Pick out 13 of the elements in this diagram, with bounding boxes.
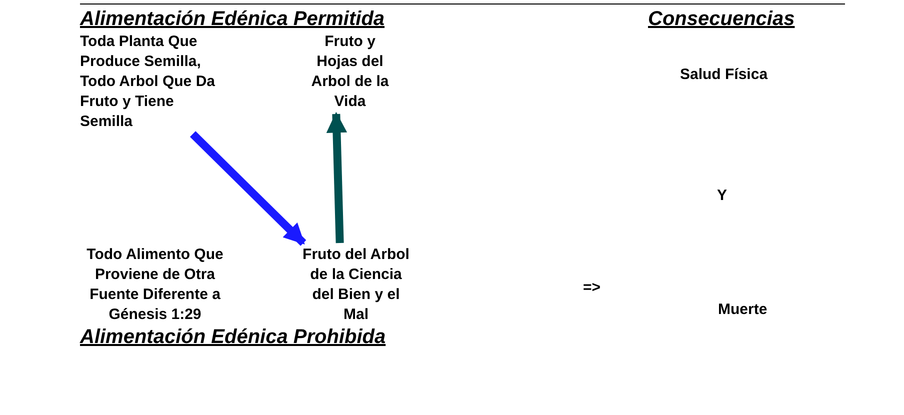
arrow (326, 112, 348, 244)
node-text: Fruto del Arbol de la Ciencia del Bien y el Mal (300, 245, 412, 325)
consequence-text: Salud Física (680, 65, 768, 85)
implication-sign: => (583, 278, 601, 298)
node-text: Fruto y Hojas del Arbol de la Vida (305, 32, 395, 112)
section-heading: Alimentación Edénica Prohibida (80, 325, 386, 349)
arrow (190, 131, 306, 246)
section-heading: Alimentación Edénica Permitida (80, 7, 385, 31)
section-heading: Consecuencias (648, 7, 795, 31)
connector-word: Y (717, 186, 728, 206)
node-text: Todo Alimento Que Proviene de Otra Fuente Diferente a Génesis 1:29 (75, 245, 235, 325)
consequence-text: Muerte (718, 300, 768, 320)
node-text: Toda Planta Que Produce Semilla, Todo Arbol Que Da Fruto y Tiene Semilla (80, 32, 220, 132)
